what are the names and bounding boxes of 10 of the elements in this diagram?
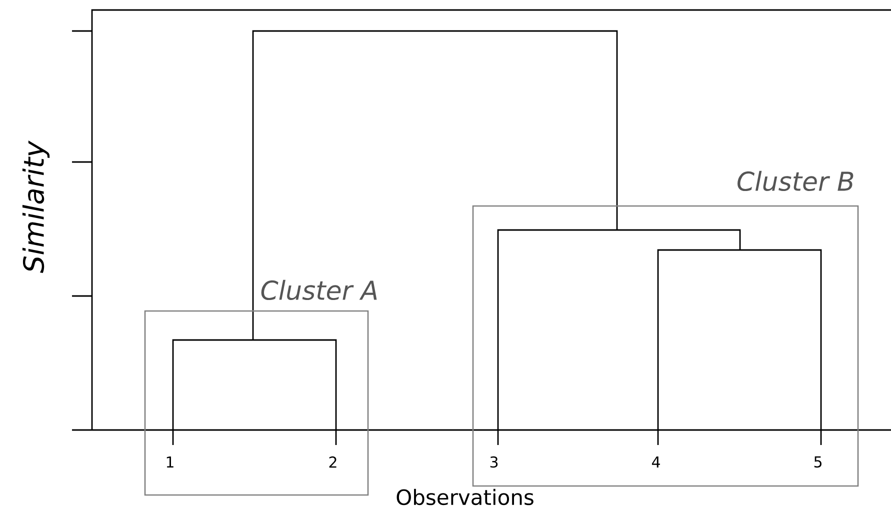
similarity-axis-title: Similarity	[22, 140, 50, 274]
observation-number: 5	[814, 456, 822, 468]
observation-number: 2	[329, 456, 336, 468]
observation-number: 1	[166, 456, 174, 468]
node-label: Cluster B	[738, 170, 854, 192]
observation-number: 3	[490, 456, 498, 468]
observation-number: 4	[652, 456, 660, 468]
node-label: Cluster A	[261, 280, 377, 300]
dendrogram-link	[252, 30, 618, 310]
observations-axis-title: Observations	[396, 488, 534, 506]
